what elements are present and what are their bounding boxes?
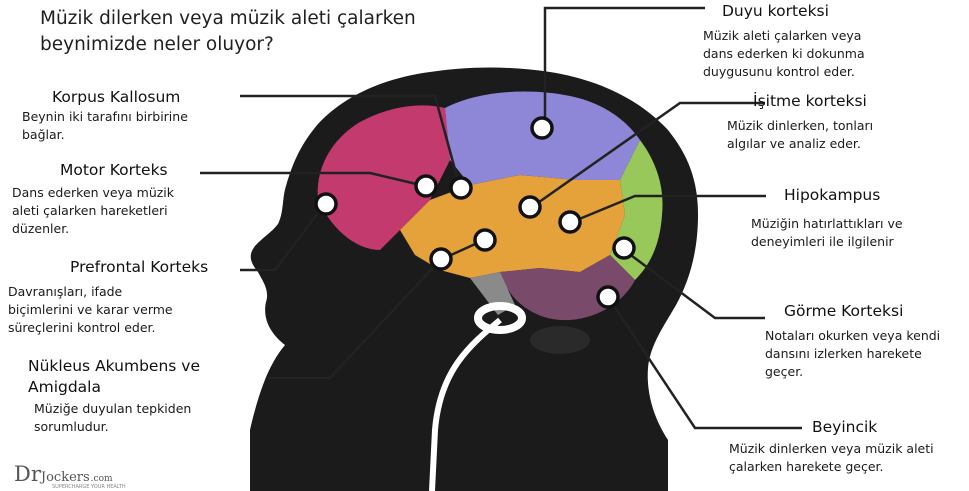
marker-hipokampus bbox=[560, 212, 580, 232]
page-title: Müzik dilerken veya müzik aleti çalarken… bbox=[40, 6, 460, 58]
marker-prefrontal bbox=[316, 194, 336, 214]
marker-duyu bbox=[532, 118, 552, 138]
isitme-heading: İşitme korteksi bbox=[753, 92, 867, 110]
marker-nukleus-a bbox=[475, 230, 495, 250]
duyu-heading: Duyu korteksi bbox=[722, 2, 829, 20]
prefrontal-heading: Prefrontal Korteks bbox=[70, 258, 208, 276]
marker-nukleus-b bbox=[431, 249, 451, 269]
marker-motor bbox=[416, 176, 436, 196]
korpus-heading: Korpus Kallosum bbox=[52, 88, 180, 106]
marker-gorme bbox=[614, 238, 634, 258]
drjockers-logo[interactable]: DrJockers.com SUPERCHARGE YOUR HEALTH bbox=[14, 462, 113, 486]
motor-heading: Motor Korteks bbox=[60, 161, 168, 179]
marker-isitme bbox=[520, 197, 540, 217]
beyincik-heading: Beyincik bbox=[812, 418, 877, 436]
marker-korpus bbox=[451, 178, 471, 198]
gorme-heading: Görme Korteksi bbox=[784, 302, 903, 320]
hipokampus-heading: Hipokampus bbox=[784, 186, 880, 204]
marker-beyincik bbox=[598, 287, 618, 307]
